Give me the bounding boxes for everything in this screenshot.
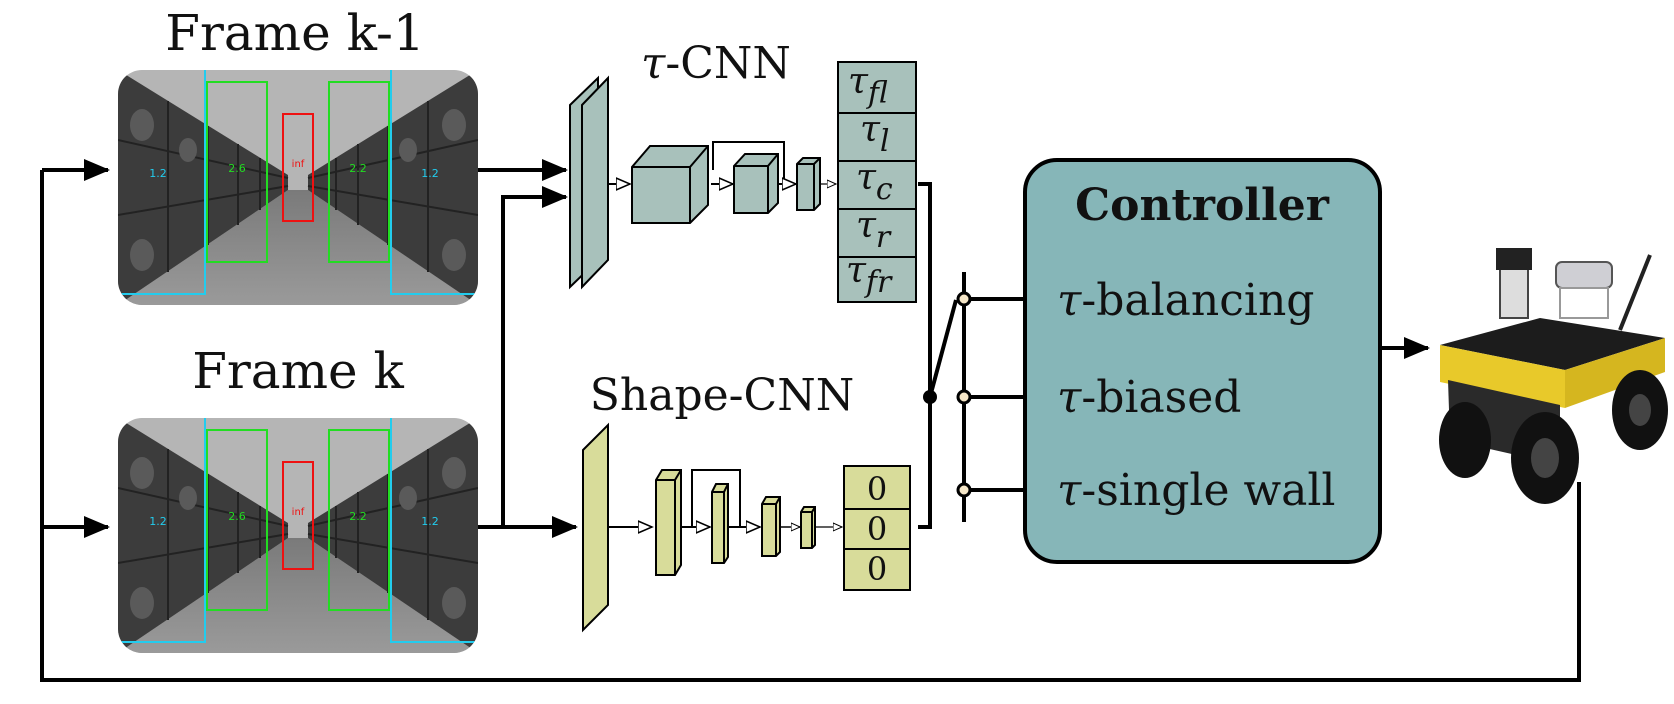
tau-outputs: τfl τl τc τr τfr — [837, 61, 917, 303]
shape-outputs: 0 0 0 — [843, 465, 911, 591]
marker-center: inf — [292, 507, 305, 518]
frame-bottom-title: Frame k — [192, 342, 404, 400]
controller-title: Controller — [1075, 180, 1330, 231]
switch-contact-1 — [956, 291, 972, 307]
switch-contact-2 — [956, 389, 972, 405]
switch-pivot — [923, 390, 937, 404]
tau-output-l: τl — [860, 109, 890, 159]
controller-mode-single-wall: τ-single wall — [1057, 465, 1336, 516]
tau-cnn-title: τ-CNN — [641, 38, 791, 89]
tau-output-r: τr — [856, 205, 892, 255]
marker-left: 1.2 — [149, 515, 167, 528]
robot-image — [1439, 248, 1668, 504]
shape-cnn-title: Shape-CNN — [590, 370, 854, 421]
tau-cnn-network — [569, 75, 836, 290]
marker-center-left: 2.6 — [228, 510, 246, 523]
shape-output-1: 0 — [867, 470, 887, 508]
frame-top-title: Frame k-1 — [165, 4, 424, 62]
marker-center: inf — [292, 159, 305, 170]
marker-center-left: 2.6 — [228, 162, 246, 175]
marker-center-right: 2.2 — [349, 162, 367, 175]
marker-right: 1.2 — [421, 515, 439, 528]
feedback-loop — [40, 159, 1581, 682]
shape-output-2: 0 — [867, 510, 887, 548]
controller-mode-balancing: τ-balancing — [1057, 275, 1314, 326]
marker-right: 1.2 — [421, 167, 439, 180]
shape-output-3: 0 — [867, 550, 887, 588]
frame-bottom-image: 1.2 2.6 inf 2.2 1.2 — [118, 418, 478, 653]
frame-top-image: 1.2 2.6 inf 2.2 1.2 — [118, 70, 478, 305]
controller-box — [1023, 158, 1382, 564]
switch-contact-3 — [956, 482, 972, 498]
tau-output-fr: τfr — [846, 250, 893, 300]
marker-center-right: 2.2 — [349, 510, 367, 523]
controller-mode-biased: τ-biased — [1057, 372, 1241, 423]
shape-cnn-network — [582, 422, 842, 633]
tau-output-c: τc — [856, 157, 893, 207]
marker-left: 1.2 — [149, 167, 167, 180]
tau-output-fl: τfl — [848, 61, 888, 111]
